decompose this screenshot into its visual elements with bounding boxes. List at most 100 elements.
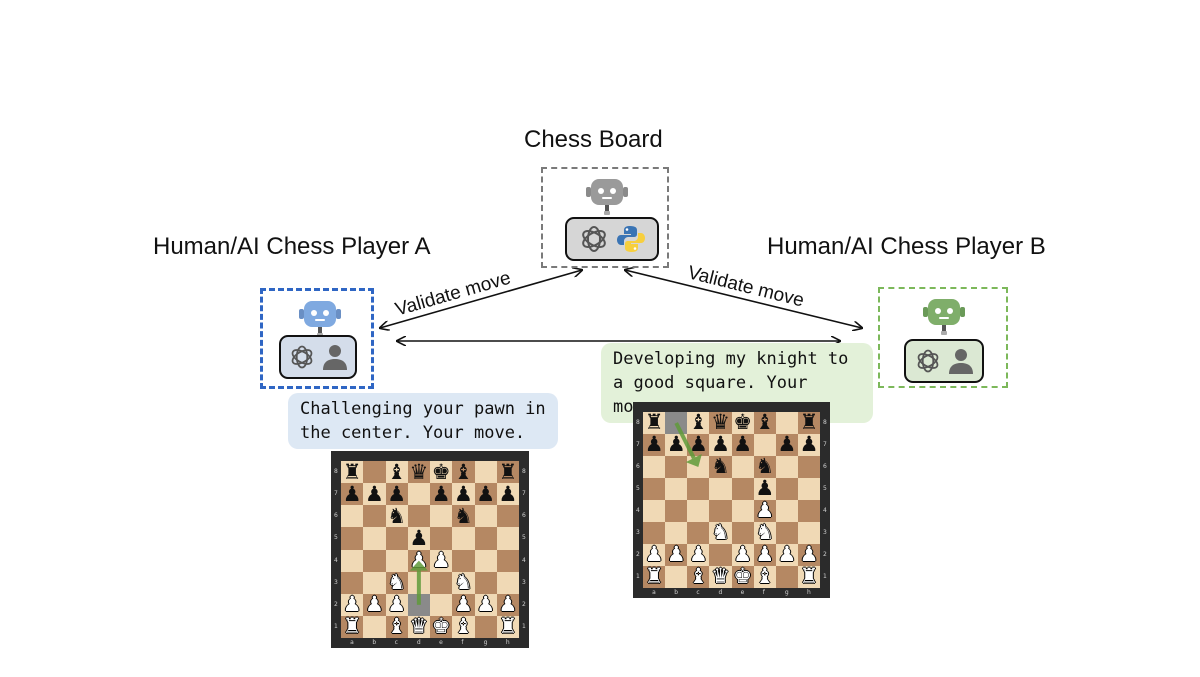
file-label-g: g xyxy=(483,639,488,646)
square-a8: ♜ xyxy=(643,412,666,434)
square-d8: ♛ xyxy=(407,461,430,484)
square-a7: ♟ xyxy=(341,483,364,506)
black-pawn-icon: ♟ xyxy=(409,526,429,550)
rank-label-6-left: 6 xyxy=(334,512,338,520)
white-pawn-icon: ♟ xyxy=(342,593,362,617)
square-b4 xyxy=(665,500,688,522)
rank-label-5-right: 5 xyxy=(522,534,526,542)
white-bishop-icon: ♝ xyxy=(755,564,775,588)
rank-label-5-left: 5 xyxy=(334,534,338,542)
rank-label-1-left: 1 xyxy=(636,573,640,580)
square-e4: ♟ xyxy=(430,549,453,572)
white-knight-icon: ♞ xyxy=(453,571,473,595)
white-pawn-icon: ♟ xyxy=(364,593,384,617)
robot-icon xyxy=(299,301,341,337)
rank-label-1-right: 1 xyxy=(522,622,526,630)
square-a3 xyxy=(643,522,666,544)
rank-label-8-right: 8 xyxy=(522,468,526,476)
arrow-board-to-player-a xyxy=(380,270,582,328)
square-b8 xyxy=(363,461,386,484)
file-label-a: a xyxy=(350,639,354,646)
black-pawn-icon: ♟ xyxy=(364,482,384,506)
square-g1 xyxy=(474,615,497,638)
move-arrow xyxy=(674,422,702,467)
square-f3: ♞ xyxy=(452,571,475,595)
square-e6 xyxy=(430,505,453,528)
black-pawn-icon: ♟ xyxy=(453,482,473,506)
square-b5 xyxy=(363,527,386,550)
square-e7: ♟ xyxy=(731,434,754,456)
white-bishop-icon: ♝ xyxy=(453,615,473,639)
file-label-h: h xyxy=(505,639,510,646)
black-knight-icon: ♞ xyxy=(387,504,407,528)
square-f6: ♞ xyxy=(753,456,776,478)
square-f1: ♝ xyxy=(753,564,776,588)
square-g4 xyxy=(474,549,497,572)
rank-label-3-right: 3 xyxy=(522,578,526,586)
square-a1: ♜ xyxy=(341,615,364,638)
square-d4 xyxy=(709,500,732,522)
square-d3: ♞ xyxy=(709,522,732,544)
square-e1: ♚ xyxy=(430,615,453,638)
square-b7: ♟ xyxy=(665,434,688,456)
square-g8 xyxy=(474,461,497,484)
rank-label-5-left: 5 xyxy=(636,485,640,492)
square-c5 xyxy=(385,527,408,550)
black-pawn-icon: ♟ xyxy=(777,432,797,456)
square-b2: ♟ xyxy=(665,542,688,566)
square-h7: ♟ xyxy=(797,434,820,456)
square-f1: ♝ xyxy=(452,615,475,639)
white-pawn-icon: ♟ xyxy=(453,593,473,617)
file-label-e: e xyxy=(439,639,443,646)
rank-label-6-right: 6 xyxy=(522,512,526,520)
black-rook-icon: ♜ xyxy=(498,460,518,484)
white-queen-icon: ♛ xyxy=(711,564,730,588)
square-b4 xyxy=(363,549,386,572)
player-a-title: Human/AI Chess Player A xyxy=(153,233,431,260)
white-pawn-icon: ♟ xyxy=(733,542,752,566)
file-label-e: e xyxy=(740,589,745,596)
square-f3: ♞ xyxy=(753,522,776,544)
square-b6 xyxy=(665,456,688,478)
rank-label-4-left: 4 xyxy=(334,556,338,564)
square-a7: ♟ xyxy=(643,434,666,456)
rank-label-7-left: 7 xyxy=(636,441,640,448)
square-b5 xyxy=(665,478,688,500)
square-g5 xyxy=(775,478,798,500)
white-pawn-icon: ♟ xyxy=(666,542,686,566)
black-rook-icon: ♜ xyxy=(799,410,819,434)
square-e1: ♚ xyxy=(731,566,754,588)
square-e8: ♚ xyxy=(731,412,754,434)
black-pawn-icon: ♟ xyxy=(498,482,518,506)
file-label-h: h xyxy=(806,589,811,596)
black-pawn-icon: ♟ xyxy=(387,482,407,506)
file-label-f: f xyxy=(762,589,765,596)
square-d6 xyxy=(407,505,430,528)
square-b3 xyxy=(363,571,386,594)
square-d6: ♞ xyxy=(709,456,732,478)
rank-label-8-right: 8 xyxy=(823,419,827,426)
rank-label-2-right: 2 xyxy=(823,551,827,558)
openai-logo-icon xyxy=(291,345,313,369)
file-label-g: g xyxy=(784,589,789,596)
black-rook-icon: ♜ xyxy=(342,460,362,484)
python-logo-icon xyxy=(617,226,645,252)
rank-label-7-left: 7 xyxy=(334,490,338,498)
white-bishop-icon: ♝ xyxy=(688,564,708,588)
black-pawn-icon: ♟ xyxy=(755,476,775,500)
square-h1: ♜ xyxy=(496,615,519,638)
square-f5: ♟ xyxy=(753,476,776,500)
square-h5 xyxy=(797,478,820,500)
square-f8: ♝ xyxy=(753,412,776,434)
square-a6 xyxy=(643,456,666,478)
square-a8: ♜ xyxy=(341,460,364,484)
black-pawn-icon: ♟ xyxy=(431,482,451,506)
black-bishop-icon: ♝ xyxy=(688,410,708,434)
robot-icon xyxy=(923,299,965,335)
square-c1: ♝ xyxy=(385,615,408,638)
move-arrow-head xyxy=(685,454,702,467)
square-h6 xyxy=(797,456,820,478)
square-a3 xyxy=(341,571,364,594)
file-label-d: d xyxy=(416,639,421,646)
